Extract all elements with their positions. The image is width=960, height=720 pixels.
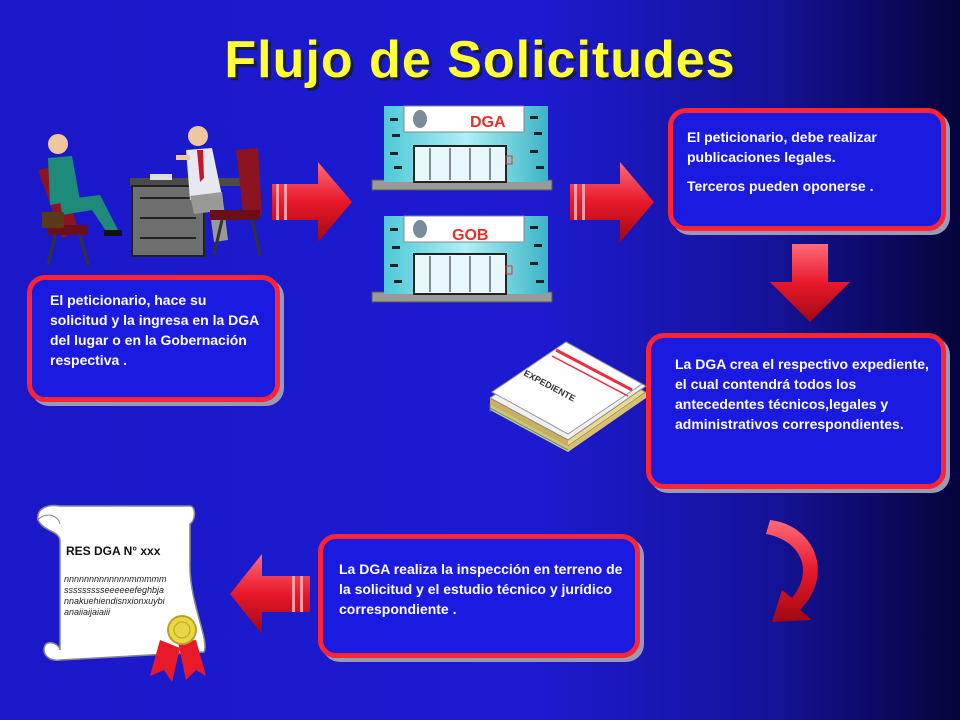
resolution-line: nnnnnnnnnnnnnmmmmm (64, 574, 167, 584)
page-title: Flujo de Solicitudes (224, 31, 736, 89)
meeting-illustration (38, 126, 262, 266)
arrow-right-1 (272, 162, 352, 242)
step2-text-line1: El peticionario, debe realizar publicaci… (687, 129, 877, 165)
step-box-inspeccion: La DGA realiza la inspección en terreno … (318, 534, 640, 658)
resolution-line: anaiiaijaiaiii (64, 607, 111, 617)
step2-text-line2: Terceros pueden oponerse . (687, 178, 874, 194)
dga-building (371, 105, 553, 191)
resolution-line: ssssssssseeeeeefeghbja (64, 585, 165, 595)
arrow-right-2 (570, 162, 654, 242)
step-box-publicaciones: El peticionario, debe realizar publicaci… (668, 108, 946, 231)
step3-text: La DGA crea el respectivo expediente, el… (675, 356, 929, 432)
resolution-text: nnnnnnnnnnnnnmmmmm ssssssssseeeeeefeghbj… (64, 574, 167, 618)
arrow-left (230, 554, 310, 634)
gob-building-label: GOB (452, 227, 488, 244)
resolution-title: RES DGA N° xxx (66, 544, 161, 558)
step4-text: La DGA realiza la inspección en terreno … (339, 561, 623, 617)
resolution-scroll (37, 504, 206, 682)
step1-text: El peticionario, hace su solicitud y la … (50, 292, 259, 368)
arrow-down (770, 244, 850, 322)
expediente-folder (489, 341, 647, 452)
dga-building-label: DGA (470, 114, 506, 131)
gob-building (371, 215, 553, 303)
step-box-solicitud: El peticionario, hace su solicitud y la … (27, 275, 280, 402)
step-box-expediente: La DGA crea el respectivo expediente, el… (646, 333, 946, 489)
curved-arrow (766, 520, 818, 622)
resolution-line: nnakuehiendisnxionxuybi (64, 596, 165, 606)
